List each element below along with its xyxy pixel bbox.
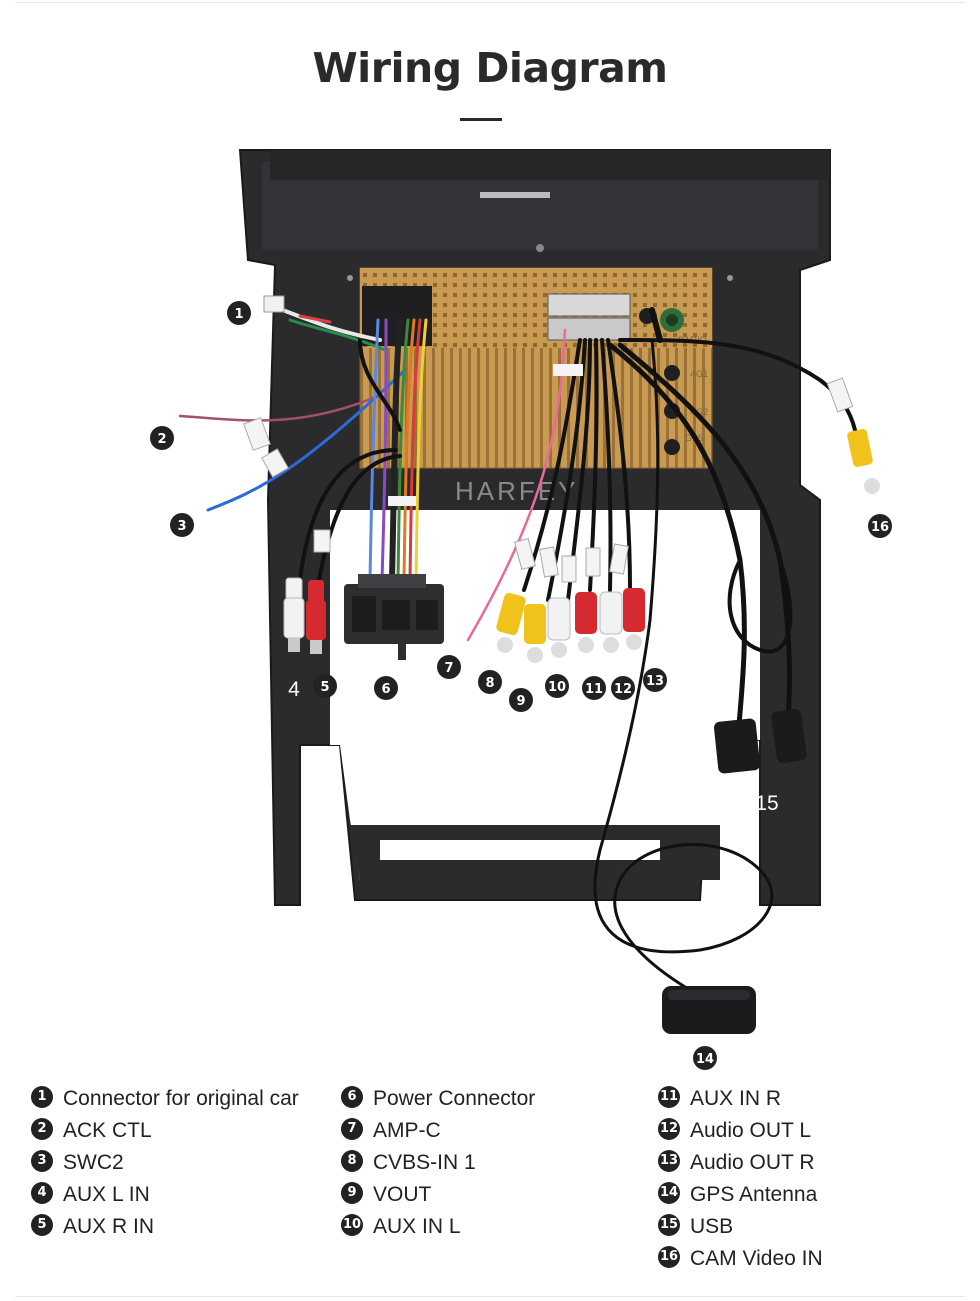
4g2-port-label: 4G2 [690,408,708,418]
legend-label: Audio OUT L [690,1119,812,1142]
page-title: Wiring Diagram [312,44,668,92]
svg-text:12: 12 [614,682,632,697]
legend-item: 9 VOUT [341,1180,535,1212]
legend-label: AUX R IN [63,1215,155,1238]
svg-text:10: 10 [548,680,566,695]
callout-8: 8 [478,670,502,694]
legend-number-badge: 5 [31,1214,53,1236]
callout-9: 9 [509,688,533,712]
legend-number-badge: 10 [341,1214,363,1236]
legend-label: AUX IN R [690,1087,782,1110]
legend-number-badge: 16 [658,1246,680,1268]
rca-connectors [283,429,880,663]
legend-label: USB [690,1215,734,1238]
legend-number-badge: 13 [658,1150,680,1172]
legend-item: 4 AUX L IN [31,1180,299,1212]
callout-14: 14 [693,1046,717,1070]
callout-5: 5 [313,674,337,698]
svg-text:6: 6 [381,682,390,697]
legend-column-2: 6 Power Connector 7 AMP-C 8 CVBS-IN 1 9 VOUT… [341,1084,535,1244]
gps-antenna [662,986,756,1034]
legend-item: 1 Connector for original car [31,1084,299,1116]
legend-number-badge: 7 [341,1118,363,1140]
callout-10: 10 [545,674,569,698]
legend-number-badge: 12 [658,1118,680,1140]
callout-4: 4 [288,678,300,701]
legend-label: Audio OUT R [690,1151,815,1174]
title-underline [460,118,502,121]
callout-2: 2 [150,426,174,450]
legend-number-badge: 11 [658,1086,680,1108]
legend-number-badge: 9 [341,1182,363,1204]
legend-item: 13 Audio OUT R [658,1148,823,1180]
brand-watermark: HARFEY [455,476,578,506]
legend-label: ACK CTL [63,1119,152,1142]
callout-16: 16 [868,514,892,538]
legend-item: 15 USB [658,1212,823,1244]
legend-label: AUX L IN [63,1183,150,1206]
svg-text:1: 1 [234,307,243,322]
legend-item: 8 CVBS-IN 1 [341,1148,535,1180]
legend-number-badge: 2 [31,1118,53,1140]
svg-text:3: 3 [177,519,186,534]
legend-label: AMP-C [373,1119,441,1142]
callout-12: 12 [611,676,635,700]
svg-text:16: 16 [871,520,889,535]
legend-item: 2 ACK CTL [31,1116,299,1148]
4g1-port-label: 4G1 [690,370,708,380]
svg-text:14: 14 [696,1052,714,1067]
legend-column-3: 11 AUX IN R 12 Audio OUT L 13 Audio OUT R 1… [658,1084,823,1276]
legend-number-badge: 4 [31,1182,53,1204]
callout-1: 1 [227,301,251,325]
legend-label: Power Connector [373,1087,536,1110]
legend-item: 14 GPS Antenna [658,1180,823,1212]
legend-item: 11 AUX IN R [658,1084,823,1116]
legend-number-badge: 6 [341,1086,363,1108]
dash-frame [238,149,831,906]
legend-column-1: 1 Connector for original car 2 ACK CTL 3 SW… [31,1084,299,1244]
power-connector [344,574,444,660]
legend-number-badge: 1 [31,1086,53,1108]
callout-3: 3 [170,513,194,537]
callout-7: 7 [437,655,461,679]
callout-6: 6 [374,676,398,700]
bottom-divider [15,1296,965,1297]
callout-11: 11 [582,676,606,700]
legend-number-badge: 3 [31,1150,53,1172]
diagram-callouts: 1 2 3 4 5 6 7 8 9 10 11 12 13 14 15 16 [150,301,892,1070]
legend-label: SWC2 [63,1151,124,1174]
legend-label: Connector for original car [63,1087,299,1110]
legend-number-badge: 15 [658,1214,680,1236]
legend-item: 16 CAM Video IN [658,1244,823,1276]
callout-15: 15 [755,792,778,815]
legend-item: 6 Power Connector [341,1084,535,1116]
svg-text:5: 5 [320,680,329,695]
legend-label: CVBS-IN 1 [373,1151,476,1174]
wiring-diagram-illustration: RADIO 4G1 4G2 GPS HARFEY [150,149,892,1070]
svg-text:7: 7 [444,661,453,676]
legend-label: AUX IN L [373,1215,461,1238]
legend-number-badge: 14 [658,1182,680,1204]
svg-text:8: 8 [485,676,494,691]
legend-label: VOUT [373,1183,432,1206]
svg-text:13: 13 [646,674,664,689]
callout-13: 13 [643,668,667,692]
legend-item: 5 AUX R IN [31,1212,299,1244]
svg-text:11: 11 [585,682,603,697]
svg-text:2: 2 [157,432,166,447]
legend-label: GPS Antenna [690,1183,818,1206]
top-divider [15,2,965,3]
legend-number-badge: 8 [341,1150,363,1172]
legend-item: 12 Audio OUT L [658,1116,823,1148]
svg-text:9: 9 [516,694,525,709]
legend-label: CAM Video IN [690,1247,823,1270]
usb-plugs [713,708,807,774]
legend-item: 10 AUX IN L [341,1212,535,1244]
legend-item: 3 SWC2 [31,1148,299,1180]
legend-item: 7 AMP-C [341,1116,535,1148]
